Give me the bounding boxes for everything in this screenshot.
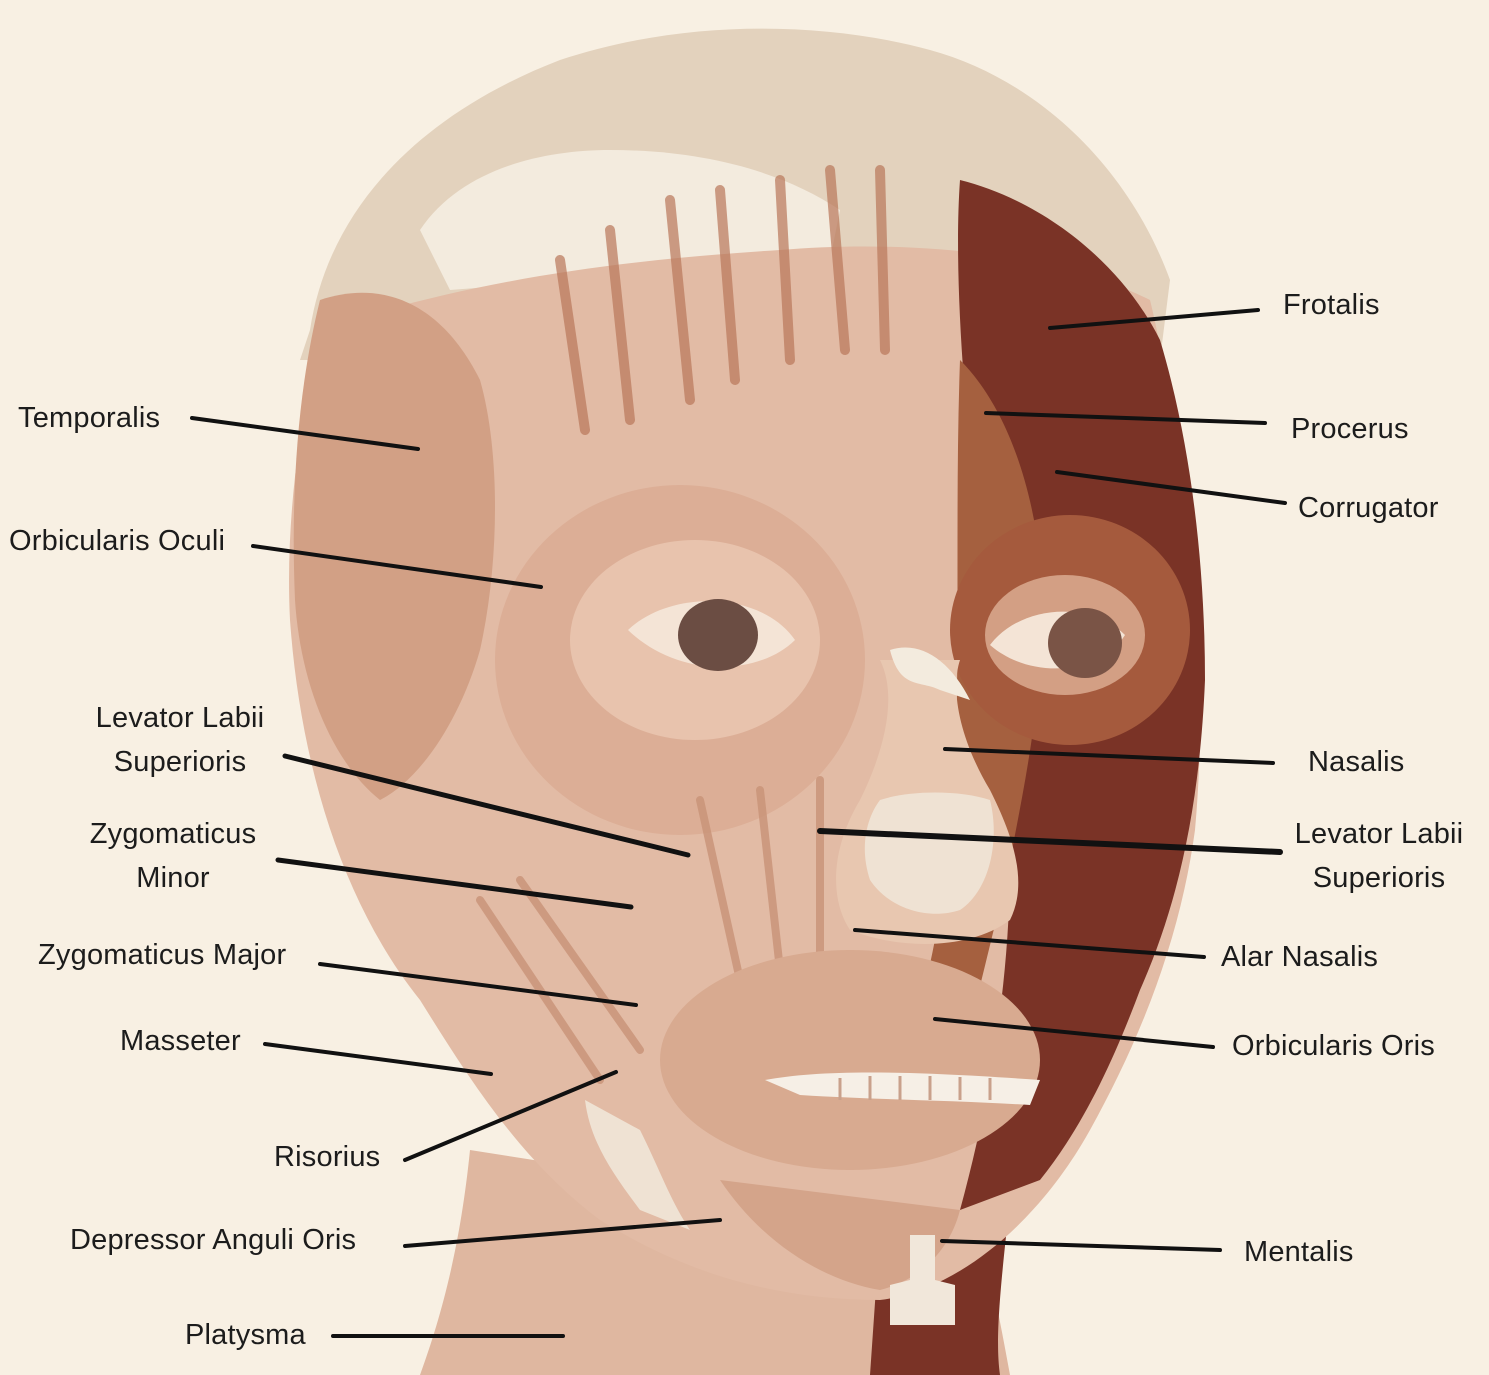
label-zygomaticus-major: Zygomaticus Major <box>38 933 286 977</box>
label-frotalis: Frotalis <box>1283 283 1380 327</box>
label-levator-labii-left: Levator Labii Superioris <box>80 696 280 784</box>
label-corrugator: Corrugator <box>1298 486 1439 530</box>
label-zyg-minor-line1: Zygomaticus <box>73 812 273 856</box>
left-iris <box>678 599 758 671</box>
nasal-cartilage <box>865 793 994 914</box>
label-orbicularis-oris: Orbicularis Oris <box>1232 1024 1435 1068</box>
orbicularis-oris-area <box>660 950 1040 1170</box>
label-masseter: Masseter <box>120 1019 241 1063</box>
label-procerus: Procerus <box>1291 407 1409 451</box>
label-nasalis: Nasalis <box>1308 740 1405 784</box>
label-alar-nasalis: Alar Nasalis <box>1221 935 1378 979</box>
label-levator-left-line2: Superioris <box>80 740 280 784</box>
label-temporalis: Temporalis <box>18 396 160 440</box>
label-levator-left-line1: Levator Labii <box>80 696 280 740</box>
right-iris <box>1048 608 1122 678</box>
label-orbicularis-oculi: Orbicularis Oculi <box>9 519 225 563</box>
label-levator-right-line2: Superioris <box>1279 856 1479 900</box>
label-levator-labii-right: Levator Labii Superioris <box>1279 812 1479 900</box>
label-mentalis: Mentalis <box>1244 1230 1354 1274</box>
label-depressor-anguli-oris: Depressor Anguli Oris <box>70 1218 356 1262</box>
label-levator-right-line1: Levator Labii <box>1279 812 1479 856</box>
label-zygomaticus-minor: Zygomaticus Minor <box>73 812 273 900</box>
label-platysma: Platysma <box>185 1313 306 1357</box>
label-zyg-minor-line2: Minor <box>73 856 273 900</box>
label-risorius: Risorius <box>274 1135 380 1179</box>
